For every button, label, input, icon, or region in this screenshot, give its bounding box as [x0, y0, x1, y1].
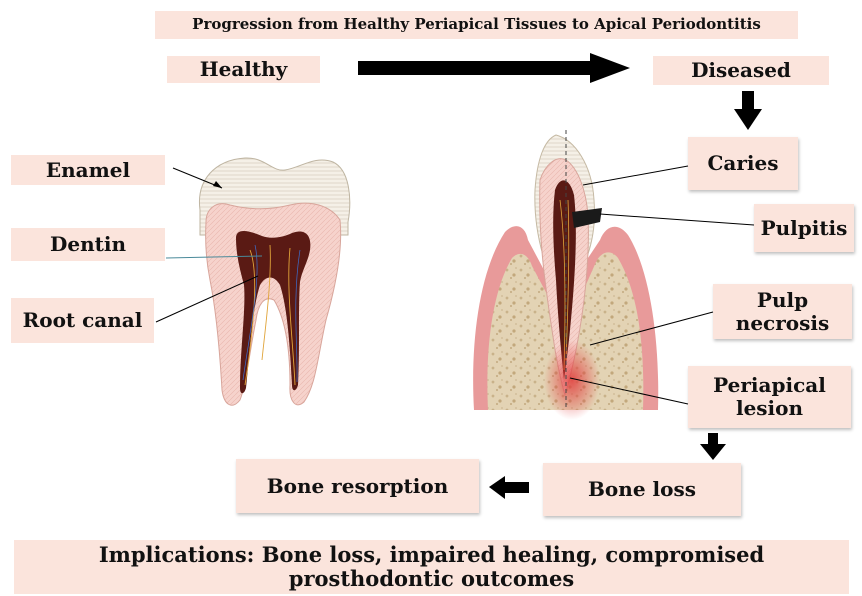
left-arrow-resorption	[489, 476, 529, 499]
down-arrow-lesion	[700, 433, 726, 460]
diseased-tooth-illustration	[473, 130, 658, 420]
down-arrow-diseased	[734, 91, 762, 130]
healthy-tooth-illustration	[199, 158, 349, 405]
progression-arrow	[358, 53, 630, 83]
pulpitis-pointer	[600, 214, 754, 225]
caries-pointer	[583, 166, 688, 185]
